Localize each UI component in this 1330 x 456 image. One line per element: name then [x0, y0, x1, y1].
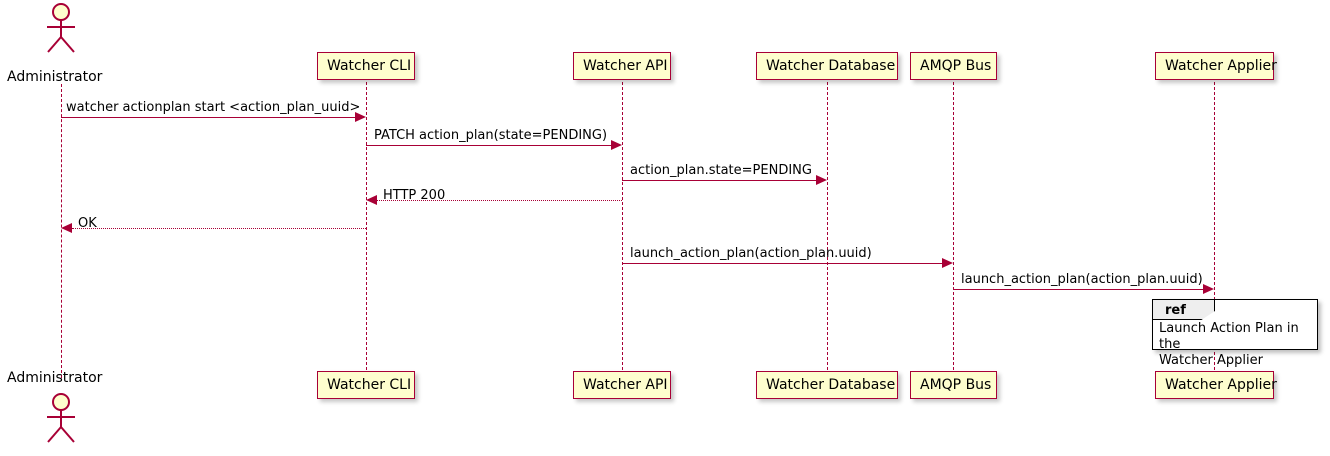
actor-label-administrator-bottom: Administrator — [7, 370, 103, 386]
actor-label-administrator-top: Administrator — [7, 69, 103, 85]
message-label-4: HTTP 200 — [383, 188, 446, 203]
ref-fragment-tab-label: ref — [1153, 300, 1215, 320]
actor-administrator-bottom — [47, 393, 75, 443]
message-label-7: launch_action_plan(action_plan.uuid) — [961, 272, 1203, 287]
message-line-1 — [61, 117, 355, 118]
message-arrowhead-1 — [355, 112, 366, 122]
participant-box-watcher-database-top[interactable]: Watcher Database — [756, 52, 898, 80]
participant-box-watcher-applier-bottom[interactable]: Watcher Applier — [1155, 371, 1277, 399]
participant-box-watcher-cli-bottom[interactable]: Watcher CLI — [317, 371, 415, 399]
message-arrowhead-2 — [611, 140, 622, 150]
message-line-4 — [377, 200, 622, 201]
participant-box-amqp-bus-top[interactable]: AMQP Bus — [910, 52, 997, 80]
participant-box-watcher-api-top[interactable]: Watcher API — [573, 52, 671, 80]
ref-fragment-body-text: Launch Action Plan in the Watcher Applie… — [1159, 321, 1299, 368]
message-label-3: action_plan.state=PENDING — [630, 163, 812, 178]
lifeline-watcher-database — [827, 82, 828, 370]
lifeline-amqp-bus — [953, 82, 954, 370]
lifeline-watcher-cli — [366, 82, 367, 370]
message-line-6 — [622, 263, 942, 264]
participant-box-watcher-api-bottom[interactable]: Watcher API — [573, 371, 671, 399]
message-arrowhead-7 — [1203, 284, 1214, 294]
participant-box-watcher-cli-top[interactable]: Watcher CLI — [317, 52, 415, 80]
message-arrowhead-4 — [366, 195, 377, 205]
participant-box-watcher-applier-top[interactable]: Watcher Applier — [1155, 52, 1277, 80]
actor-administrator-top — [47, 3, 75, 53]
message-arrowhead-3 — [816, 175, 827, 185]
message-line-5 — [72, 228, 366, 229]
participant-box-watcher-database-bottom[interactable]: Watcher Database — [756, 371, 898, 399]
message-line-2 — [366, 145, 611, 146]
message-label-6: launch_action_plan(action_plan.uuid) — [630, 246, 872, 261]
message-arrowhead-5 — [61, 223, 72, 233]
message-line-7 — [953, 289, 1203, 290]
lifeline-watcher-applier — [1214, 82, 1215, 370]
message-label-1: watcher actionplan start <action_plan_uu… — [66, 100, 361, 115]
message-line-3 — [622, 180, 816, 181]
message-arrowhead-6 — [942, 258, 953, 268]
message-label-2: PATCH action_plan(state=PENDING) — [374, 128, 608, 143]
ref-fragment-launch-action-plan[interactable]: ref Launch Action Plan in the Watcher Ap… — [1152, 299, 1318, 368]
lifeline-watcher-api — [622, 82, 623, 370]
message-label-5: OK — [78, 216, 97, 231]
participant-box-amqp-bus-bottom[interactable]: AMQP Bus — [910, 371, 997, 399]
